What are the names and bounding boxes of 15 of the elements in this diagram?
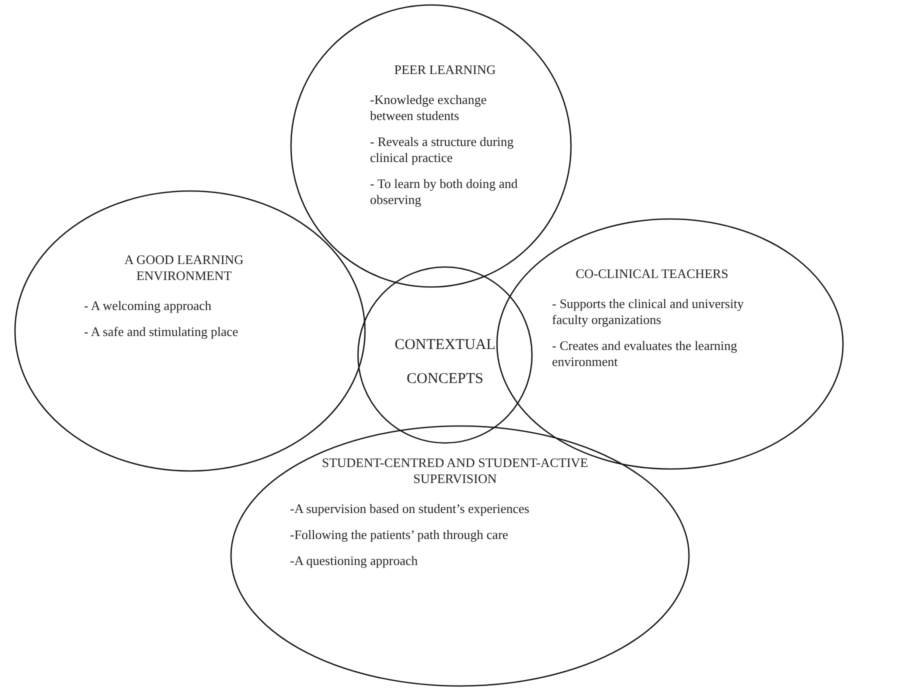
bullet-text: - Reveals a structure during clinical practice xyxy=(370,134,515,166)
bullet-text: - To learn by both doing and observing xyxy=(370,176,519,208)
bullet-text: - Supports the clinical and university faculty organizations xyxy=(552,296,745,328)
bullet-text: -Knowledge exchange between students xyxy=(370,92,488,124)
bullet-text: - A safe and stimulating place xyxy=(84,324,240,340)
concept-heading: STUDENT-CENTRED AND STUDENT-ACTIVE SUPERVISION xyxy=(320,455,590,487)
bullet-text: - A welcoming approach xyxy=(84,298,212,314)
concept-heading: CONTEXTUAL CONCEPTS xyxy=(394,336,496,389)
bullet-text: -Following the patients’ path through care xyxy=(290,527,510,543)
bullet-text: -A questioning approach xyxy=(290,553,419,569)
concept-heading: PEER LEARNING xyxy=(393,62,497,78)
bullet-text: -A supervision based on student’s experiences xyxy=(290,501,530,517)
concept-heading: CO-CLINICAL TEACHERS xyxy=(574,266,730,282)
bullet-text: - Creates and evaluates the learning environment xyxy=(552,338,738,370)
concept-heading: A GOOD LEARNING ENVIRONMENT xyxy=(123,252,245,284)
